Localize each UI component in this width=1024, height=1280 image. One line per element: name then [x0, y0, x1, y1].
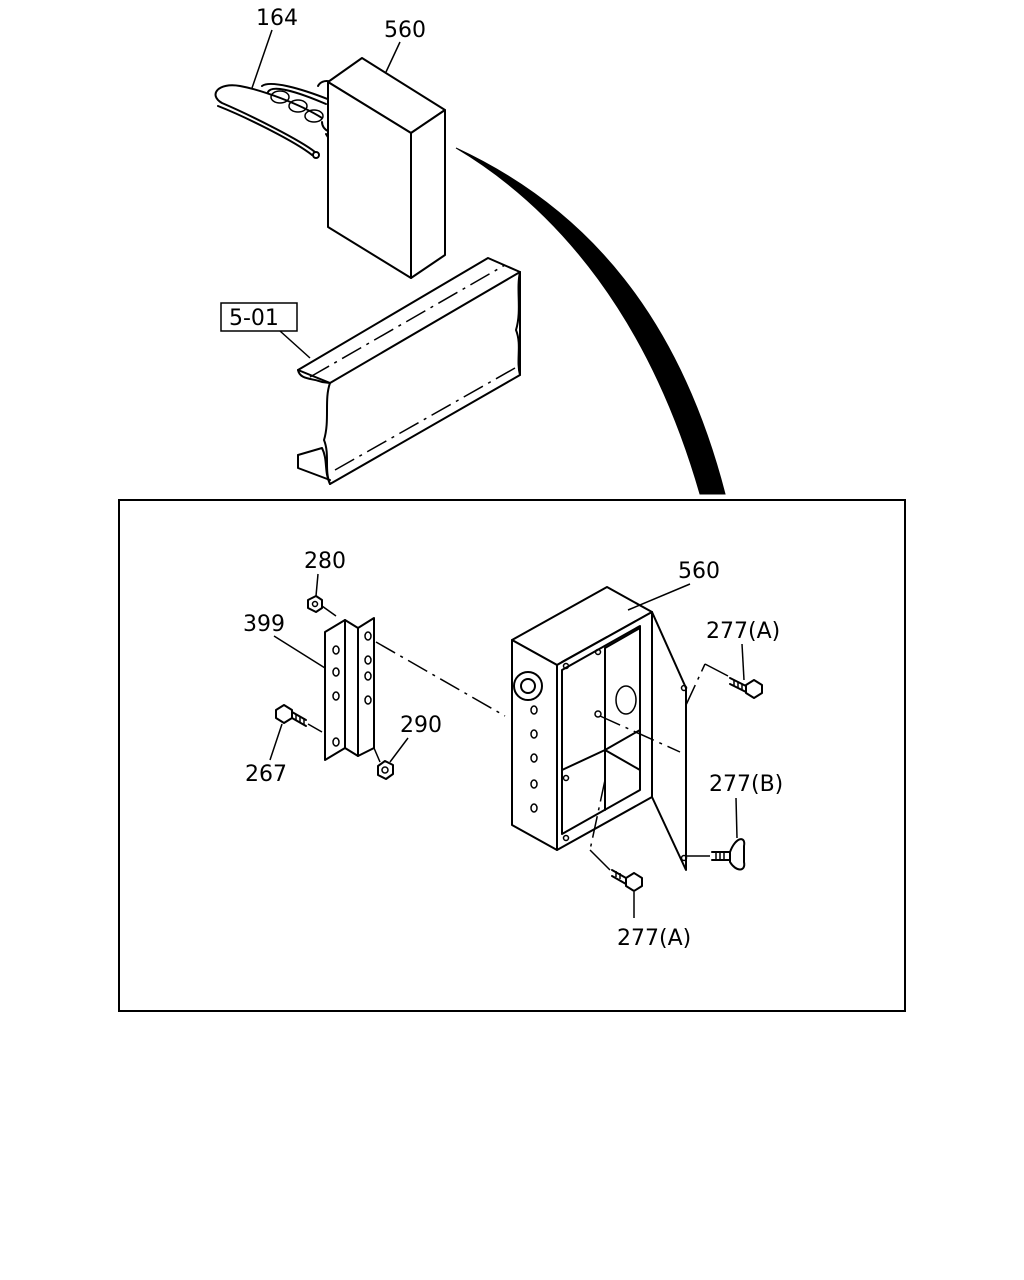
bolt-267	[275, 704, 323, 733]
callout-399: 399	[243, 612, 285, 637]
callout-280: 280	[304, 549, 346, 574]
nut-290	[373, 747, 394, 780]
bolt-277a-top	[704, 663, 763, 699]
battery-box-top	[327, 57, 446, 279]
callout-277a-top: 277(A)	[706, 619, 780, 644]
callout-560-detail: 560	[678, 559, 720, 584]
nut-280	[307, 595, 337, 617]
callout-164: 164	[256, 6, 298, 31]
bolt-277a-bottom	[589, 849, 643, 892]
detail-frame	[118, 499, 906, 1012]
callout-5-01: 5-01	[229, 306, 279, 331]
frame-rail	[297, 257, 521, 485]
battery-box-detail	[511, 586, 688, 871]
callout-290: 290	[400, 713, 442, 738]
detail-arrow	[455, 147, 726, 495]
wing-bolt-277b	[686, 838, 746, 871]
wire-harness	[214, 80, 347, 159]
callout-277b: 277(B)	[709, 772, 783, 797]
callout-277a-bottom: 277(A)	[617, 926, 691, 951]
callout-267: 267	[245, 762, 287, 787]
bracket-399	[324, 617, 375, 761]
frame-ref-box	[220, 302, 298, 332]
callout-560-top: 560	[384, 18, 426, 43]
